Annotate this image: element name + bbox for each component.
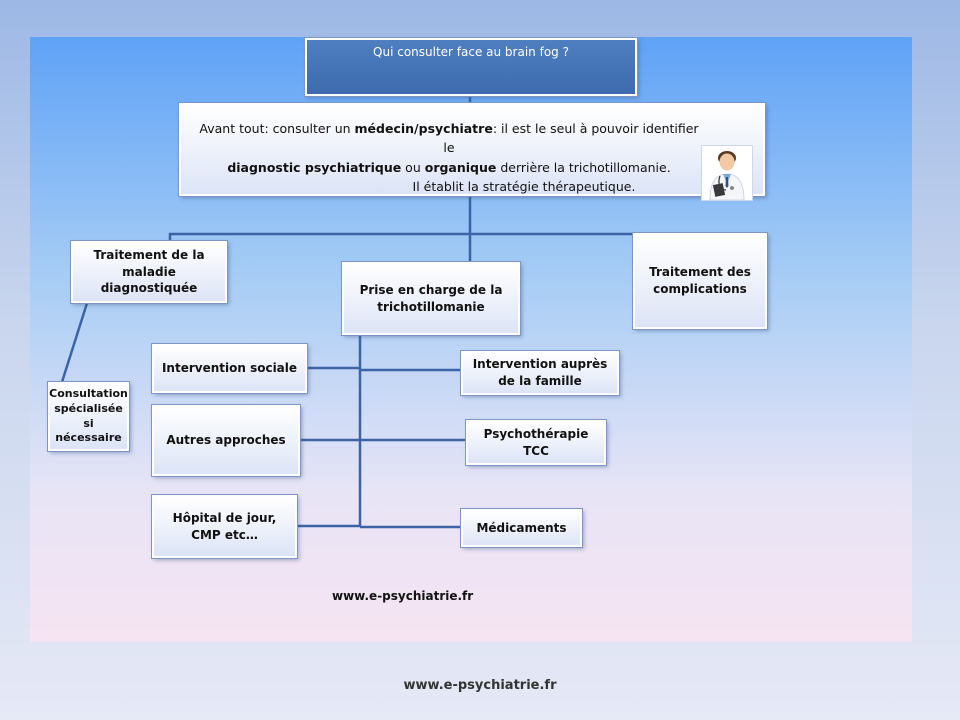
branch-left: Traitement de la maladie diagnostiquée	[71, 241, 227, 303]
intro-line-1: Avant tout: consulter un médecin/psychia…	[199, 121, 699, 156]
center-right-item: Médicaments	[461, 509, 582, 547]
center-right-item: Psychothérapie TCC	[466, 420, 606, 465]
center-left-item: Autres approches	[152, 405, 300, 476]
branch-center: Prise en charge de la trichotillomanie	[342, 262, 520, 335]
footer-link[interactable]: www.e-psychiatrie.fr	[403, 678, 557, 693]
center-right-item: Intervention auprès de la famille	[461, 351, 619, 395]
intro-box: Avant tout: consulter un médecin/psychia…	[179, 103, 765, 201]
center-left-item: Intervention sociale	[152, 344, 307, 393]
diagram-title: Qui consulter face au brain fog ?	[305, 38, 637, 96]
website-link[interactable]: www.e-psychiatrie.fr	[332, 589, 474, 603]
center-left-item: Hôpital de jour, CMP etc…	[152, 495, 297, 558]
connector-left-branch	[168, 232, 470, 241]
diagram-title-text: Qui consulter face au brain fog ?	[373, 45, 569, 59]
left-child-consultation: Consultation spécialisée si nécessaire	[48, 382, 129, 451]
branch-right: Traitement des complications	[633, 233, 767, 329]
intro-line-3: Il établit la stratégie thérapeutique.	[412, 179, 636, 195]
connector-left-child	[60, 299, 90, 383]
intro-line-2: diagnostic psychiatrique ou organique de…	[227, 159, 671, 175]
doctor-icon	[701, 145, 753, 201]
